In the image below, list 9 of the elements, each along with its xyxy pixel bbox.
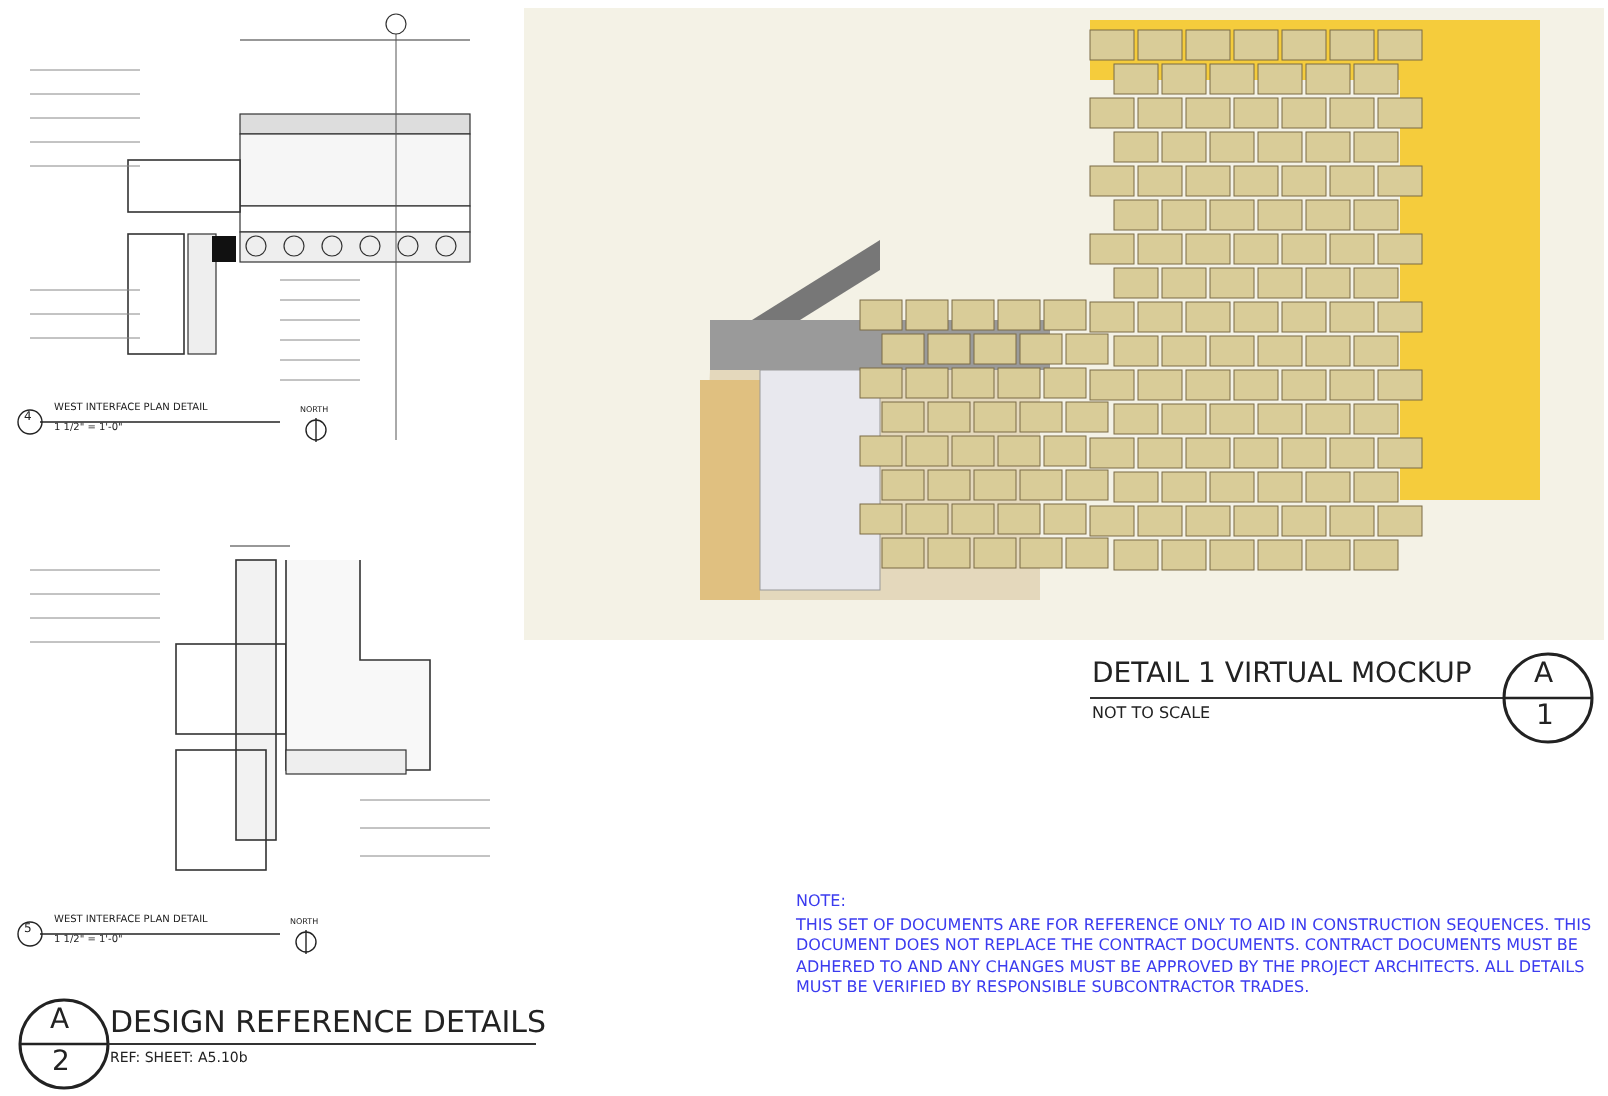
sheet-title: DESIGN REFERENCE DETAILS: [110, 1006, 547, 1039]
tag-number: 2: [52, 1048, 70, 1079]
tag-number: 1: [1536, 702, 1554, 733]
tag-letter: A: [50, 1006, 70, 1037]
note-heading: NOTE:: [796, 894, 846, 912]
scale-note: NOT TO SCALE: [1092, 706, 1211, 724]
tag-letter: A: [1534, 660, 1554, 691]
detail-title: DETAIL 1 VIRTUAL MOCKUP: [1092, 660, 1472, 691]
note-text: THIS SET OF DOCUMENTS ARE FOR REFERENCE ONLY TO AID IN CONSTRUCTION SEQUENCES. THIS DOCUMENT DOES NOT REPLACE THE CONTRACT DOCUMENTS. CONTRACT DOCUMENTS MUST BE ADHERED TO AND ANY CHANGES MUST BE APPROVED BY THE PROJECT ARCHITECTS. ALL DETAILS MUST BE VERIFIED BY RESPONSIBLE SUBCONTRACTOR TRADES.: [796, 916, 1594, 1000]
